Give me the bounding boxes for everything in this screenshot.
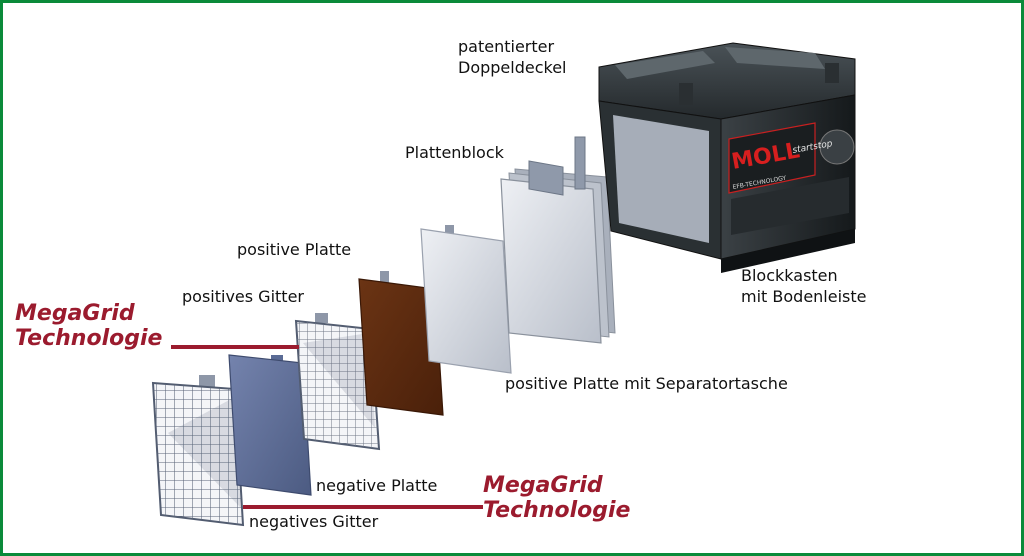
megagrid-right-line1: MegaGrid — [483, 473, 603, 498]
positive-plate-lug — [380, 271, 389, 285]
label-negatives-gitter: negatives Gitter — [249, 512, 379, 531]
megagrid-callout-left: MegaGrid Technologie — [15, 301, 162, 351]
negative-grid-lug — [199, 375, 215, 387]
battery-terminal-right — [825, 63, 839, 83]
megagrid-right-line2: Technologie — [483, 498, 631, 523]
positive-grid-component — [294, 313, 381, 451]
negative-grid-shade — [168, 398, 241, 508]
positive-plate-body — [358, 278, 444, 416]
lid-vent-right — [725, 47, 825, 69]
negative-grid-component — [151, 375, 245, 527]
label-blockkasten: Blockkasten mit Bodenleiste — [741, 265, 866, 307]
separator-plate-body — [420, 228, 512, 374]
case-floor-rail — [721, 229, 855, 273]
megagrid-left-line1: MegaGrid — [15, 301, 135, 326]
label-blockkasten-line2: mit Bodenleiste — [741, 287, 867, 306]
separator-plate-lug — [445, 225, 454, 239]
label-positive-platte: positive Platte — [237, 240, 352, 259]
positive-plate-component — [358, 271, 444, 416]
label-positives-gitter: positives Gitter — [182, 287, 304, 306]
negative-plate-body — [228, 354, 312, 496]
battery-case-component: MOLL startstop EFB-TECHNOLOGY — [598, 42, 856, 273]
battery-terminal-left — [679, 83, 693, 105]
plate-block-connector — [528, 160, 564, 196]
label-doppeldeckel-line1: patentierter — [458, 37, 555, 56]
exploded-battery-illustration: MOLL startstop EFB-TECHNOLOGY — [151, 42, 856, 527]
separator-plate-component — [420, 225, 512, 374]
megagrid-callout-right: MegaGrid Technologie — [483, 473, 630, 523]
label-blockkasten-line1: Blockkasten — [741, 266, 838, 285]
label-separatortasche: positive Platte mit Separatortasche — [505, 374, 788, 393]
positive-grid-shade — [303, 333, 375, 428]
plate-block-front — [500, 178, 602, 344]
positive-grid-mesh — [296, 321, 379, 449]
label-panel — [728, 122, 816, 194]
plate-block-terminal-post — [574, 136, 586, 190]
label-plattenblock: Plattenblock — [405, 143, 504, 162]
megagrid-left-line2: Technologie — [15, 326, 163, 351]
negative-grid-mesh — [153, 383, 243, 525]
case-cutaway-plates — [613, 115, 709, 243]
plate-block-component — [500, 136, 616, 344]
negative-plate-component — [228, 354, 312, 496]
label-negative-platte: negative Platte — [316, 476, 438, 495]
lid-vent-left — [615, 51, 715, 79]
label-doppeldeckel-line2: Doppeldeckel — [458, 58, 567, 77]
label-info-strip — [731, 177, 849, 235]
label-doppeldeckel: patentierter Doppeldeckel — [458, 36, 567, 78]
start-stop-button-emblem — [819, 129, 855, 165]
positive-grid-lug — [315, 313, 328, 323]
